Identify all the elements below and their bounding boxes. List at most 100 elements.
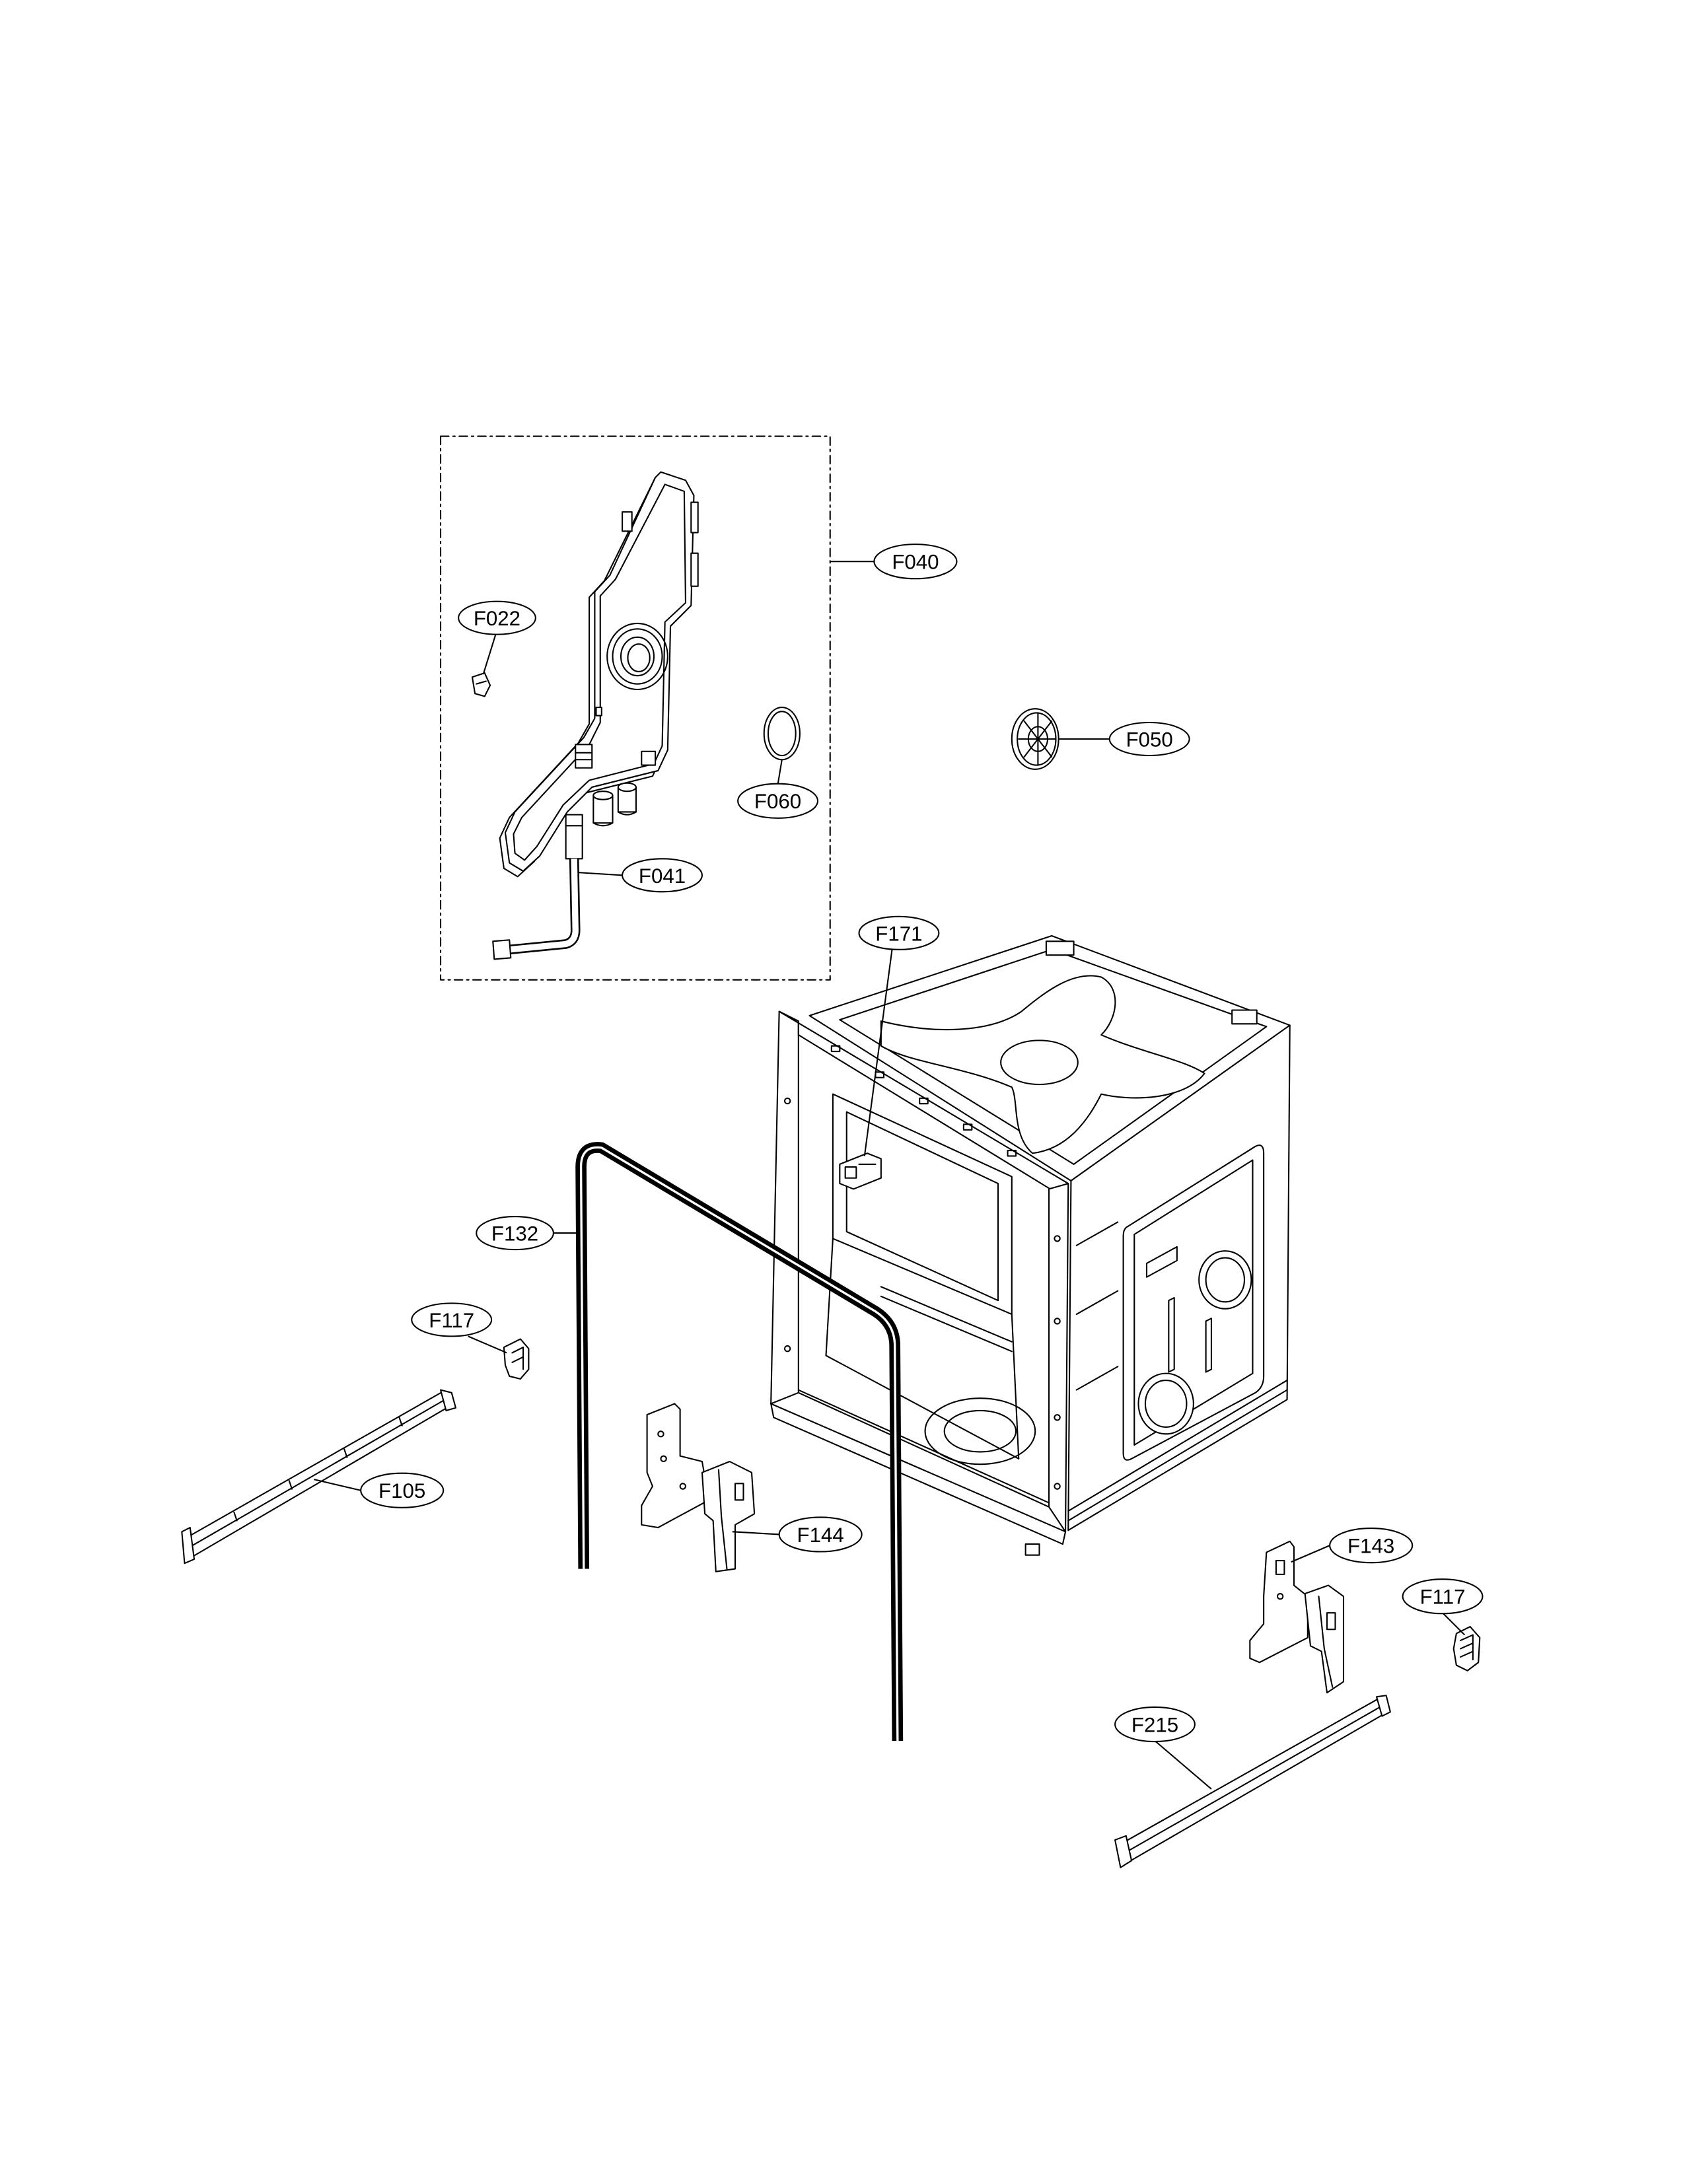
leader-line-f041 <box>578 872 623 876</box>
leader-line-f022 <box>482 634 497 675</box>
sump-plate-slot <box>575 744 593 769</box>
end-cap-detail <box>1460 1634 1474 1661</box>
callout-label: F171 <box>875 922 922 945</box>
tub-right-plinth-line <box>1067 1380 1288 1512</box>
hinge-channel-fold <box>717 1469 728 1570</box>
callout-label: F215 <box>1131 1713 1178 1736</box>
rail-end-hook <box>1114 1835 1133 1868</box>
leader-line-f144 <box>732 1531 779 1535</box>
callout-bubble <box>1108 721 1190 757</box>
callout-bubble <box>873 544 958 580</box>
callout-label: F060 <box>754 790 801 813</box>
hinge-channel <box>701 1460 756 1572</box>
callout-f171: F171 <box>858 915 940 950</box>
tub-right-port-upper <box>1198 1250 1252 1310</box>
tub-assembly <box>770 934 1291 1556</box>
tub-right-groove <box>1075 1290 1119 1316</box>
callout-f040: F040 <box>873 544 958 580</box>
tub-top-ribs <box>880 975 1205 1154</box>
tube-fill <box>509 859 579 953</box>
end-cap-outline <box>1452 1626 1481 1672</box>
hinge-slot <box>734 1483 744 1501</box>
filter-cap-part <box>1011 708 1059 770</box>
tub-right-vertical-slot <box>1205 1318 1213 1373</box>
o-ring-outer <box>763 707 801 761</box>
tub-right-groove <box>1075 1221 1119 1246</box>
cylinder-bottom <box>617 811 637 816</box>
callout-f215: F215 <box>1114 1706 1196 1743</box>
door-switch-tab <box>844 1166 857 1179</box>
clip-line <box>476 680 487 685</box>
leader-line-f215 <box>1154 1740 1212 1790</box>
clip-outline <box>471 672 491 697</box>
callout-bubble <box>1114 1706 1196 1743</box>
sump-plate-fitting <box>641 750 657 766</box>
beam-hole <box>962 1123 973 1131</box>
callout-bubble <box>458 600 536 635</box>
hinge-slot <box>1326 1612 1336 1631</box>
tub-top-corner-bracket <box>1231 1009 1258 1025</box>
o-ring-inner <box>767 711 797 757</box>
callout-label: F050 <box>1126 728 1173 751</box>
callout-label: F144 <box>797 1524 844 1547</box>
callout-f117-right: F117 <box>1402 1578 1484 1615</box>
leader-line-f171 <box>863 949 893 1156</box>
rail-marks <box>233 1417 403 1522</box>
rail-center-line <box>1122 1704 1384 1854</box>
callout-f050: F050 <box>1108 721 1190 757</box>
callout-f132: F132 <box>476 1216 554 1251</box>
sump-plate-port-boss <box>606 622 668 691</box>
callout-f105: F105 <box>360 1472 445 1508</box>
hinge-channel <box>1304 1584 1345 1694</box>
beam-hole <box>830 1045 841 1053</box>
hinge-bracket-left-part <box>641 1403 756 1572</box>
rail-end-hook <box>181 1526 196 1565</box>
callout-bubble <box>778 1516 863 1553</box>
tub-top-beam-holes <box>830 1045 1017 1157</box>
callout-label: F117 <box>1420 1586 1466 1609</box>
door-gasket-center-line <box>579 1146 899 1742</box>
callout-label: F040 <box>892 551 939 574</box>
o-ring-part <box>763 707 801 761</box>
leader-line-f060 <box>777 759 783 785</box>
tub-upright-hole <box>1054 1235 1061 1242</box>
door-switch-part <box>839 1152 882 1190</box>
sump-plate-port-core <box>627 643 651 672</box>
tub-foot <box>1024 1543 1040 1556</box>
tub-right-port-upper-inner <box>1205 1257 1246 1303</box>
sump-plate-tab <box>622 511 633 532</box>
leader-lines <box>314 561 1466 1790</box>
sump-plate-port-inner <box>620 636 655 677</box>
callout-f144: F144 <box>778 1516 863 1553</box>
rail-end-stop <box>439 1389 456 1411</box>
tub-front-frame-top-beam <box>778 1010 1069 1201</box>
tub-right-port-lower <box>1137 1372 1194 1435</box>
assembly-boundary-dashed <box>439 435 831 981</box>
sump-plate-tab <box>690 552 699 587</box>
callout-f041: F041 <box>622 858 703 893</box>
sump-plate-tab <box>690 501 699 534</box>
tub-interior-rail <box>880 1295 1013 1353</box>
door-gasket-band <box>575 1142 904 1742</box>
hinge-plate <box>1249 1540 1309 1664</box>
tub-front-frame-left-upright <box>770 1010 799 1405</box>
tub-front-sill-lower-edge <box>770 1403 1067 1545</box>
leader-line-f117-right <box>1442 1612 1466 1636</box>
tub-upright-hole <box>1054 1483 1061 1490</box>
door-gasket-part <box>575 1142 904 1742</box>
sump-plate-rim <box>513 483 686 861</box>
tub-upright-hole <box>1054 1318 1061 1325</box>
hinge-hole <box>679 1483 686 1490</box>
hinge-plate <box>641 1403 710 1529</box>
dish-rack-rail-left-part <box>181 1389 456 1565</box>
tub-interior-rail <box>880 1286 1013 1343</box>
callout-label: F117 <box>429 1309 474 1332</box>
cylinder-bottom <box>592 822 614 827</box>
tub-interior-floor-back-edge <box>825 1238 1020 1460</box>
hinge-hole <box>1276 1593 1284 1600</box>
tub-sump-opening-inner <box>943 1409 1017 1453</box>
callout-bubble <box>411 1302 493 1337</box>
end-cap-detail <box>511 1347 524 1370</box>
end-cap-outline <box>503 1338 530 1380</box>
rail-end-stop <box>1375 1695 1391 1717</box>
